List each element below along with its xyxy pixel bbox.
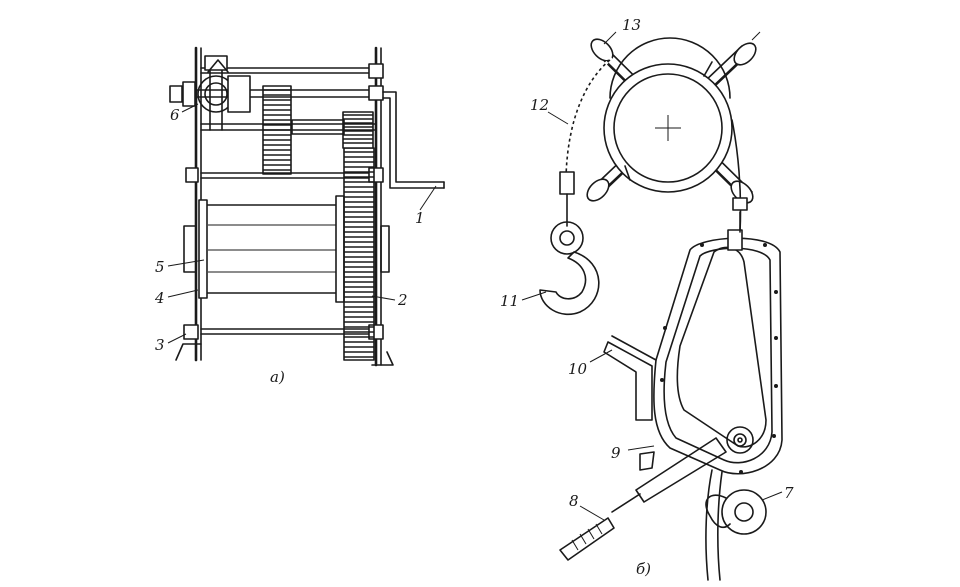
hook-11 [539,221,600,315]
label-4: 4 [154,289,165,307]
label-5: 5 [155,258,165,276]
label-13: 13 [622,16,641,34]
caption-b: б) [636,560,651,578]
hoist-body [603,211,783,475]
label-11: 11 [500,292,519,310]
label-10: 10 [568,360,588,378]
label-2: 2 [397,291,408,309]
figure-a-winch: 1 2 3 4 5 6 а) [154,46,445,386]
label-12: 12 [530,96,549,114]
leaders-a [167,103,437,344]
label-6: 6 [170,106,180,124]
label-9: 9 [611,444,621,462]
label-7: 7 [784,484,794,502]
crank-handle [382,91,445,189]
label-8: 8 [569,492,579,510]
figure-b-hoist: 13 12 11 10 9 8 7 б) [500,16,794,581]
leaders-b [521,31,783,521]
hook-7 [705,469,767,581]
caption-a: а) [270,368,285,386]
large-gear [342,111,375,361]
beam-drum [603,37,733,193]
brake-assembly [169,55,384,131]
label-1: 1 [415,209,425,227]
right-frame-plate [371,46,394,367]
label-3: 3 [155,336,165,354]
tie-rods [183,63,384,340]
lever-8 [559,426,754,561]
drum [183,195,390,303]
